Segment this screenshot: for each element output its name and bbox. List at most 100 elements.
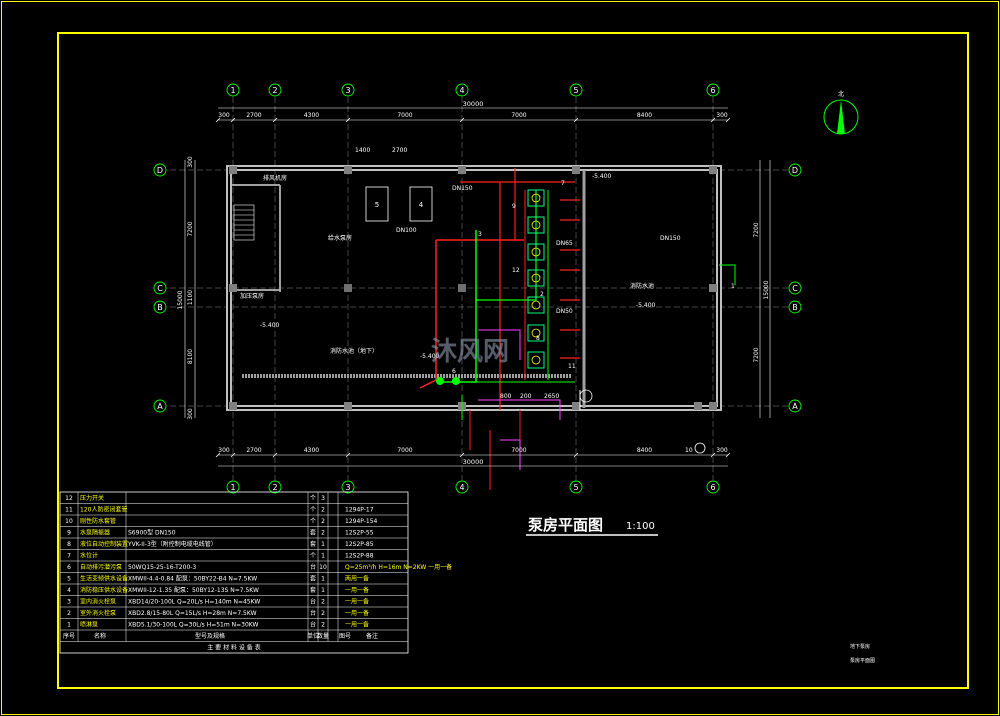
- cell-no: 12: [65, 495, 73, 502]
- axis-grid: [170, 97, 790, 480]
- tanks: 5 4: [365, 186, 433, 222]
- axis-label-D: D: [157, 166, 163, 175]
- inner-frame: [57, 32, 969, 689]
- pump-symbol: [531, 220, 541, 230]
- column: [572, 402, 580, 410]
- cell-qty: 2: [321, 610, 325, 617]
- pipe-label-dn150: DN150: [660, 235, 681, 242]
- cell-note: 一用一备: [345, 586, 369, 594]
- cell-name: 室内消火栓泵: [80, 598, 116, 606]
- cell-qty: 2: [321, 622, 325, 629]
- axis-label-3: 3: [345, 86, 350, 95]
- cell-name: 喷淋泵: [80, 621, 98, 629]
- cell-note: 一用一备: [345, 598, 369, 606]
- cell-unit: 台: [310, 563, 316, 571]
- cell-name: 生活变频供水设备: [80, 575, 128, 583]
- dim-span: 1100: [187, 290, 194, 305]
- dim-span: 7200: [753, 347, 760, 362]
- cell-qty: 2: [321, 518, 325, 525]
- axis-label-B: B: [792, 303, 798, 312]
- cell-unit: 台: [310, 621, 316, 629]
- level-mark-2: -5.400: [420, 353, 440, 360]
- sump-pump-symbol: [452, 377, 460, 385]
- cell-note: Q=25m³/h H=16m N=2KW 一用一备: [345, 563, 452, 571]
- table-header-cell: 序号: [63, 632, 75, 640]
- cell-note: 一用一备: [345, 621, 369, 629]
- axis-label-1: 1: [230, 483, 235, 492]
- column: [229, 284, 237, 292]
- axis-bubble-4: [455, 480, 469, 494]
- column: [344, 166, 352, 174]
- table-footer: 主 要 材 料 设 备 表: [207, 644, 260, 652]
- cell-qty: 2: [321, 599, 325, 606]
- cell-ref: 1294P-154: [345, 518, 378, 525]
- pipe-label-dn65: DN65: [556, 240, 573, 247]
- watermark: 沐风网: [431, 337, 509, 367]
- cell-spec: S6900型 DN150: [128, 529, 176, 537]
- dim-span: 7200: [187, 221, 194, 236]
- column: [229, 402, 237, 410]
- dim-span: 7000: [511, 112, 526, 119]
- dim-edge: 300: [187, 408, 194, 420]
- cell-ref: 12S2P-85: [345, 541, 374, 548]
- tag-9: 9: [512, 203, 516, 210]
- axis-bubble-A: [788, 399, 802, 413]
- tag-10: 10: [685, 447, 693, 454]
- cell-name: 水泵隔振器: [80, 529, 110, 537]
- tank-5: [365, 186, 389, 222]
- dim-span: 8100: [187, 349, 194, 364]
- dim-edge: 300: [218, 112, 230, 119]
- axis-label-1: 1: [230, 86, 235, 95]
- dim-800: 800: [500, 393, 512, 400]
- pipe-label-dn50: DN50: [556, 308, 573, 315]
- dim-2700: 2700: [392, 147, 407, 154]
- drawing-scale: 1:100: [626, 521, 655, 532]
- pump-symbol: [531, 247, 541, 257]
- axis-bubble-B: [153, 300, 167, 314]
- sump-pit: [458, 284, 466, 292]
- label-equip-room: 加压泵房: [240, 292, 264, 300]
- axis-bubble-6: [706, 83, 720, 97]
- axis-bubble-5: [569, 83, 583, 97]
- pipe-label-dn150: DN150: [452, 185, 473, 192]
- pump-symbol: [531, 193, 541, 203]
- axis-label-C: C: [792, 284, 798, 293]
- axis-label-4: 4: [459, 86, 464, 95]
- sump-pump-symbol: [436, 377, 444, 385]
- dim-span: 4300: [304, 447, 319, 454]
- dim-span: 7000: [397, 112, 412, 119]
- north-label: 北: [838, 90, 844, 98]
- pump-unit: [527, 189, 545, 207]
- table-header-cell: 单位: [307, 632, 319, 640]
- pump-symbol: [531, 328, 541, 338]
- cell-no: 10: [65, 518, 73, 525]
- column: [344, 402, 352, 410]
- sleeve-symbol: [694, 442, 706, 454]
- dim-2650: 2650: [544, 393, 559, 400]
- level-mark-4: -5.400: [592, 173, 612, 180]
- cell-unit: 个: [310, 495, 316, 502]
- cell-no: 6: [67, 564, 71, 571]
- cell-note: 一用一备: [345, 609, 369, 617]
- dim-edge: 300: [187, 156, 194, 168]
- dim-span: 8400: [637, 447, 652, 454]
- cell-name: 水位计: [80, 552, 98, 560]
- piping: [419, 168, 736, 490]
- table-header-cell: 型号及规格: [195, 632, 225, 640]
- cell-name: 消防稳压供水设备: [80, 586, 128, 594]
- cell-unit: 套: [310, 529, 316, 537]
- dim-1400: 1400: [355, 147, 370, 154]
- axis-bubble-C: [788, 281, 802, 295]
- cell-ref: 12S2P-55: [345, 530, 374, 537]
- axis-label-6: 6: [710, 483, 715, 492]
- axis-label-5: 5: [573, 483, 578, 492]
- label-fire-room: 消防水池: [630, 282, 654, 290]
